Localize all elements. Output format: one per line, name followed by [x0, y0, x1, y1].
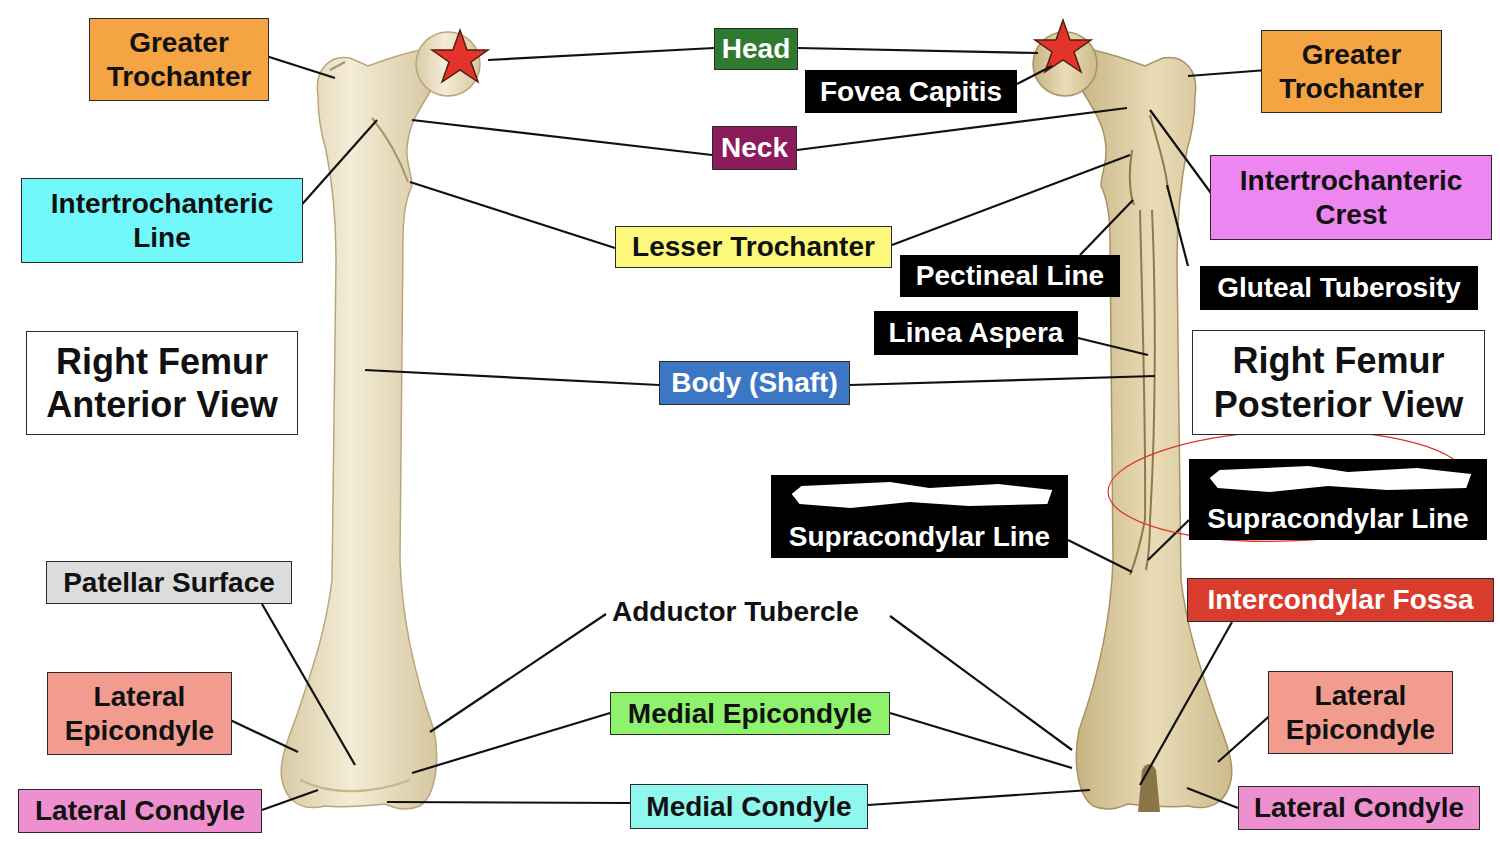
- part-name: Head: [722, 32, 790, 66]
- leader-line: [890, 713, 1072, 768]
- leader-line: [1167, 185, 1188, 266]
- label-box: Pectineal Line: [900, 255, 1120, 297]
- part-name: Patellar Surface: [63, 566, 275, 600]
- part-name: Supracondylar Line: [789, 520, 1050, 554]
- redaction-scribble-shape: [1210, 466, 1471, 492]
- leader-line: [412, 713, 610, 773]
- anterior-femur-shape: [281, 32, 480, 809]
- leader-line: [410, 182, 615, 248]
- star-marker: [432, 30, 488, 82]
- leader-line: [1078, 338, 1148, 355]
- part-name: Lateral Epicondyle: [1269, 679, 1452, 746]
- part-name: Medial Epicondyle: [628, 697, 872, 731]
- leader-line: [488, 48, 714, 60]
- part-name: Intercondylar Fossa: [1207, 583, 1473, 617]
- leader-line: [1068, 540, 1132, 572]
- label-box: Greater Trochanter: [1261, 30, 1442, 113]
- part-name: Greater Trochanter: [90, 26, 268, 93]
- leader-line: [850, 376, 1155, 385]
- label-box: Linea Aspera: [874, 311, 1078, 355]
- part-name: Lesser Trochanter: [632, 230, 875, 264]
- leader-line: [365, 370, 659, 385]
- label-box: Intercondylar Fossa: [1187, 578, 1494, 622]
- part-name: Lateral Epicondyle: [48, 680, 231, 747]
- label-box: Supracondylar Line: [771, 475, 1068, 558]
- leader-line: [1188, 70, 1267, 76]
- part-name: Right Femur Anterior View: [27, 340, 297, 426]
- part-name: Lateral Condyle: [35, 794, 245, 828]
- label-box: Lateral Epicondyle: [47, 672, 232, 755]
- label-box: Lesser Trochanter: [615, 226, 892, 268]
- leader-line: [1017, 66, 1052, 84]
- part-name: Medial Condyle: [646, 790, 851, 824]
- part-name: Adductor Tubercle: [610, 595, 861, 629]
- leader-line: [297, 120, 377, 210]
- leader-line: [430, 614, 606, 732]
- redaction-scribble: [1190, 460, 1486, 500]
- redaction-scribble: [772, 476, 1067, 516]
- leader-line: [1218, 712, 1274, 762]
- part-name: Gluteal Tuberosity: [1217, 271, 1461, 305]
- label-box: Head: [714, 28, 798, 70]
- label-box: Neck: [712, 126, 797, 170]
- leader-line: [1150, 110, 1216, 200]
- label-box: Lateral Epicondyle: [1268, 671, 1453, 754]
- label-box: Intertrochanteric Crest: [1210, 155, 1492, 240]
- label-box: Lateral Condyle: [18, 789, 262, 833]
- part-name: Supracondylar Line: [1207, 502, 1468, 536]
- part-name: Fovea Capitis: [820, 75, 1002, 109]
- leader-line: [1187, 788, 1238, 808]
- leader-line: [387, 802, 630, 803]
- part-name: Linea Aspera: [889, 316, 1064, 350]
- bone-detail: [330, 62, 408, 182]
- leader-line: [412, 120, 712, 155]
- part-name: Intertrochanteric Line: [22, 187, 302, 254]
- part-name: Lateral Condyle: [1254, 791, 1464, 825]
- label-box: Greater Trochanter: [89, 18, 269, 101]
- anterior-femur: [281, 32, 480, 809]
- label-box: Gluteal Tuberosity: [1200, 266, 1478, 310]
- label-box: Supracondylar Line: [1189, 459, 1487, 540]
- linea-aspera-ridge: [1130, 115, 1168, 575]
- label-box: Body (Shaft): [659, 361, 850, 405]
- leader-line: [262, 790, 318, 810]
- part-name: Body (Shaft): [671, 366, 837, 400]
- part-name: Right Femur Posterior View: [1193, 339, 1484, 425]
- label-box: Lateral Condyle: [1238, 786, 1480, 830]
- label-box: Medial Epicondyle: [610, 692, 890, 735]
- part-name: Intertrochanteric Crest: [1211, 164, 1491, 231]
- part-name: Neck: [721, 131, 788, 165]
- part-name: Greater Trochanter: [1262, 38, 1441, 105]
- star-marker: [1035, 20, 1091, 72]
- leader-line: [868, 790, 1090, 805]
- leader-line: [1080, 200, 1133, 255]
- leader-lines: [226, 48, 1274, 810]
- leader-line: [890, 616, 1072, 750]
- label-box: Intertrochanteric Line: [21, 178, 303, 263]
- label-box: Right Femur Anterior View: [26, 331, 298, 435]
- leader-line: [892, 155, 1130, 245]
- label-box: Right Femur Posterior View: [1192, 330, 1485, 435]
- label-box: Medial Condyle: [630, 784, 868, 829]
- part-name: Pectineal Line: [916, 259, 1104, 293]
- leader-line: [1148, 520, 1189, 560]
- leader-line: [797, 108, 1127, 150]
- label-box: Fovea Capitis: [805, 70, 1017, 113]
- leader-line: [226, 718, 298, 752]
- label-box: Patellar Surface: [46, 561, 292, 604]
- redaction-scribble-shape: [792, 482, 1053, 508]
- leader-line: [263, 55, 335, 78]
- leader-line: [798, 48, 1038, 53]
